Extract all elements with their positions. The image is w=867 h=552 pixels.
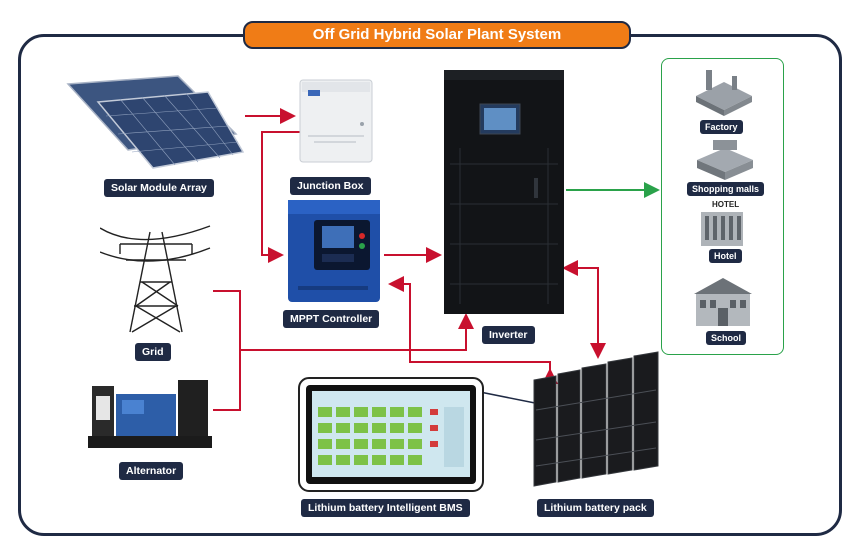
hotel-sign: HOTEL: [712, 200, 740, 209]
label-grid: Grid: [135, 343, 171, 361]
battery-pack-icon: [533, 351, 659, 487]
label-alternator: Alternator: [119, 462, 184, 480]
label-battery: Lithium battery pack: [537, 499, 654, 517]
label-school: School: [706, 331, 747, 345]
loads-panel: [661, 58, 784, 355]
mppt-controller-icon: [288, 200, 380, 302]
hotel-icon: [701, 212, 743, 246]
bms-connector: [479, 391, 541, 405]
inverter-icon: [444, 70, 564, 314]
label-bms: Lithium battery Intelligent BMS: [301, 499, 470, 517]
wire-battery-mppt: [388, 276, 558, 384]
wire-junction-mppt: [261, 131, 300, 263]
label-inverter: Inverter: [482, 326, 535, 344]
label-hotel: Hotel: [709, 249, 742, 263]
junction-box-icon: [299, 79, 373, 163]
alternator-icon: [88, 380, 212, 448]
factory-icon: [696, 70, 752, 116]
label-shopping-malls: Shopping malls: [687, 182, 765, 196]
wire-inverter-battery: [562, 260, 606, 359]
solar-panel-icon: [66, 75, 245, 169]
label-junction-box: Junction Box: [290, 177, 371, 195]
label-factory: Factory: [700, 120, 743, 134]
bms-screen-icon: [298, 377, 484, 492]
shopping-mall-icon: [697, 140, 753, 180]
wire-grid-bus: [213, 290, 241, 411]
label-solar: Solar Module Array: [104, 179, 214, 197]
label-mppt: MPPT Controller: [283, 310, 380, 328]
grid-tower-icon: [100, 225, 211, 333]
school-icon: [694, 278, 752, 326]
diagram-title: Off Grid Hybrid Solar Plant System: [243, 21, 631, 49]
